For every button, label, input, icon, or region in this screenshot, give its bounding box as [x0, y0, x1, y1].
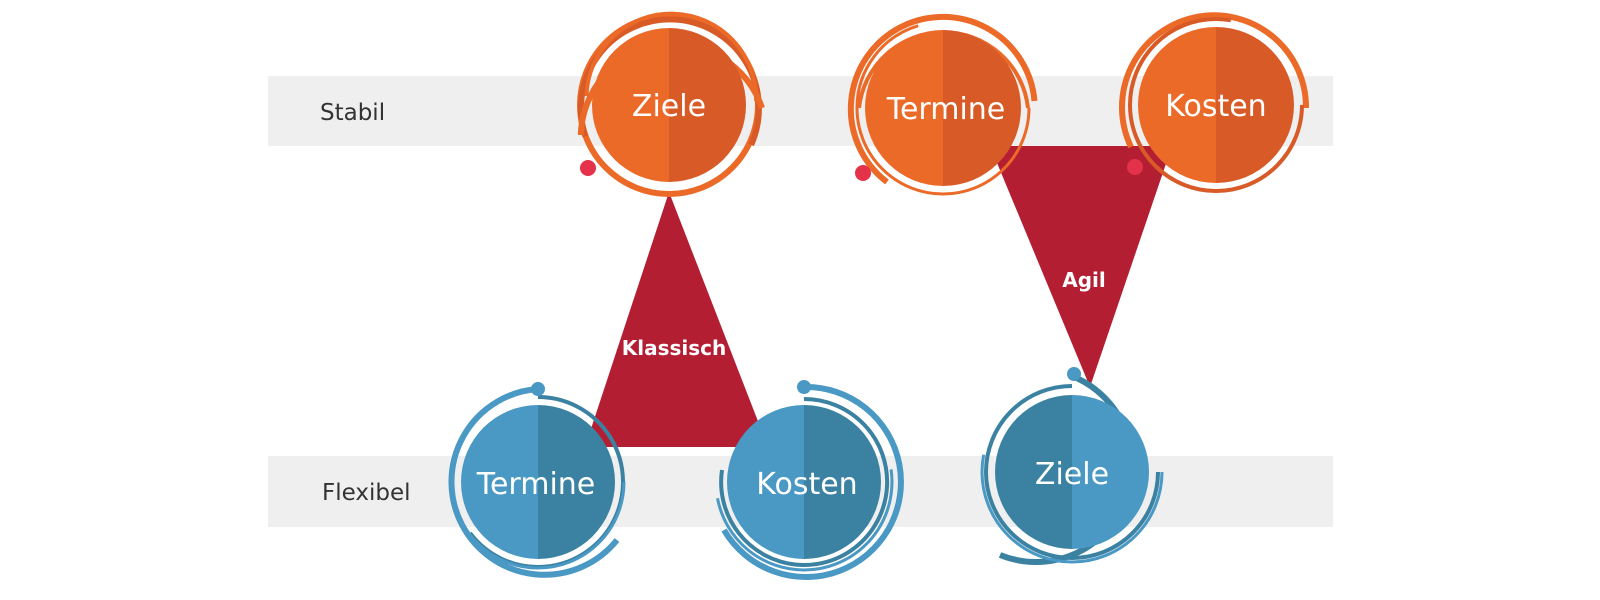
agile-label: Agil [1062, 268, 1106, 292]
classic-label: Klassisch [622, 336, 727, 360]
agile-goals-dot [1067, 367, 1081, 381]
agile-goals-circle: Ziele [980, 367, 1164, 565]
flexible-label: Flexibel [322, 480, 411, 506]
agile-schedule-label: Termine [886, 92, 1006, 127]
agile-triangle [990, 146, 1172, 387]
agile-goals-label: Ziele [1035, 457, 1109, 492]
agile-schedule-circle: Termine [847, 13, 1038, 196]
agile-costs-label: Kosten [1165, 89, 1266, 124]
classic-costs-label: Kosten [756, 467, 857, 502]
classic-goals-dot [580, 160, 596, 176]
agile-schedule-dot [855, 165, 871, 181]
classic-schedule-label: Termine [476, 467, 596, 502]
agile-costs-dot [1127, 159, 1143, 175]
classic-goals-circle: Ziele [577, 11, 765, 197]
classic-costs-dot [797, 380, 811, 394]
stable-label: Stabil [320, 100, 385, 126]
classic-schedule-dot [531, 382, 545, 396]
classic-goals-label: Ziele [632, 89, 706, 124]
classic-costs-circle: Kosten [714, 380, 904, 580]
classic-triangle [585, 192, 768, 447]
